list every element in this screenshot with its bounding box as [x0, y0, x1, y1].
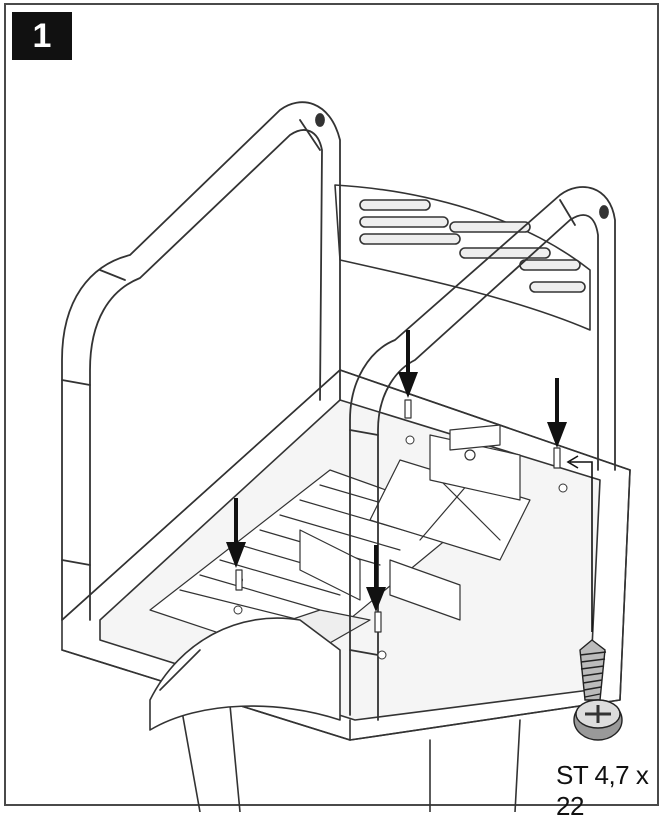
- screw-leader-line: [566, 455, 593, 632]
- arrow-down-icon: [226, 498, 246, 568]
- small-screws: [235, 399, 561, 633]
- insertion-arrows: [226, 330, 567, 612]
- arrow-down-icon: [398, 330, 418, 398]
- rear-grille-panel: [334, 184, 591, 331]
- arrow-down-icon: [547, 378, 567, 448]
- step-number-badge: 1: [12, 12, 72, 60]
- right-handle: [349, 186, 616, 721]
- screw-icon: [573, 639, 623, 741]
- left-handle: [61, 101, 341, 621]
- screw-spec-label: ST 4,7 x 22: [556, 760, 649, 821]
- arrow-down-icon: [366, 545, 386, 612]
- front-cover-plate: [149, 617, 341, 731]
